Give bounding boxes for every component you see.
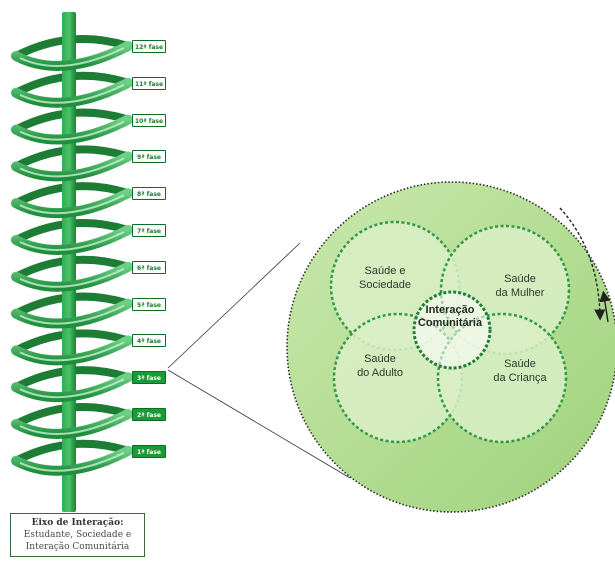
phase-label: 8ª fase (132, 187, 166, 201)
center-circle (412, 290, 492, 370)
spiral-coil-highlight (19, 267, 125, 288)
area-label-bottom-right: Saúde da Criança (493, 358, 547, 384)
phase-label: 2ª fase (132, 408, 166, 421)
spiral-coil-highlight (19, 83, 125, 104)
phase-label: 11ª fase (132, 76, 166, 90)
area-label-top-right: Saúde da Mulher (495, 273, 545, 299)
axis-caption: Eixo de Interação: Estudante, Sociedade … (10, 513, 145, 557)
phase-label: 1ª fase (132, 444, 166, 458)
spiral-coil-highlight (19, 157, 125, 178)
spiral-coil-highlight (19, 451, 125, 472)
phase-label: 9ª fase (132, 150, 166, 164)
axis-caption-line2: Interação Comunitária (25, 542, 130, 552)
spiral-coil-highlight (19, 47, 125, 67)
phase-label: 3ª fase (132, 371, 166, 385)
zoom-line-top (167, 242, 301, 369)
spiral-coil-highlight (19, 415, 125, 435)
area-label-bottom-left: Saúde do Adulto (357, 353, 403, 379)
spiral-coil-highlight (19, 231, 125, 251)
spiral-coil-highlight (19, 194, 125, 215)
axis-caption-title: Eixo de Interação: (31, 518, 124, 528)
rotation-arrow-up (599, 290, 611, 323)
phase-label: 6ª fase (132, 260, 166, 274)
spiral-coil-highlight (19, 120, 125, 141)
phase-label: 12ª fase (132, 40, 166, 53)
phase-label: 7ª fase (132, 224, 166, 237)
spiral-coil-highlight (19, 304, 125, 325)
area-label-top-left: Saúde e Sociedade (359, 265, 411, 291)
phase-label: 10ª fase (132, 113, 166, 127)
area-circles (329, 220, 571, 444)
spiral-coil-highlight (19, 378, 125, 399)
phase-label: 5ª fase (132, 297, 166, 311)
zoom-line-bottom (167, 369, 351, 479)
center-label: Interação Comunitária (417, 304, 483, 329)
axis-caption-line1: Estudante, Sociedade e (23, 530, 132, 540)
spiral-coil-highlight (19, 341, 125, 362)
spiral-coils-front (11, 41, 133, 476)
rotation-arrow (559, 207, 606, 321)
phase-label: 4ª fase (132, 334, 166, 348)
